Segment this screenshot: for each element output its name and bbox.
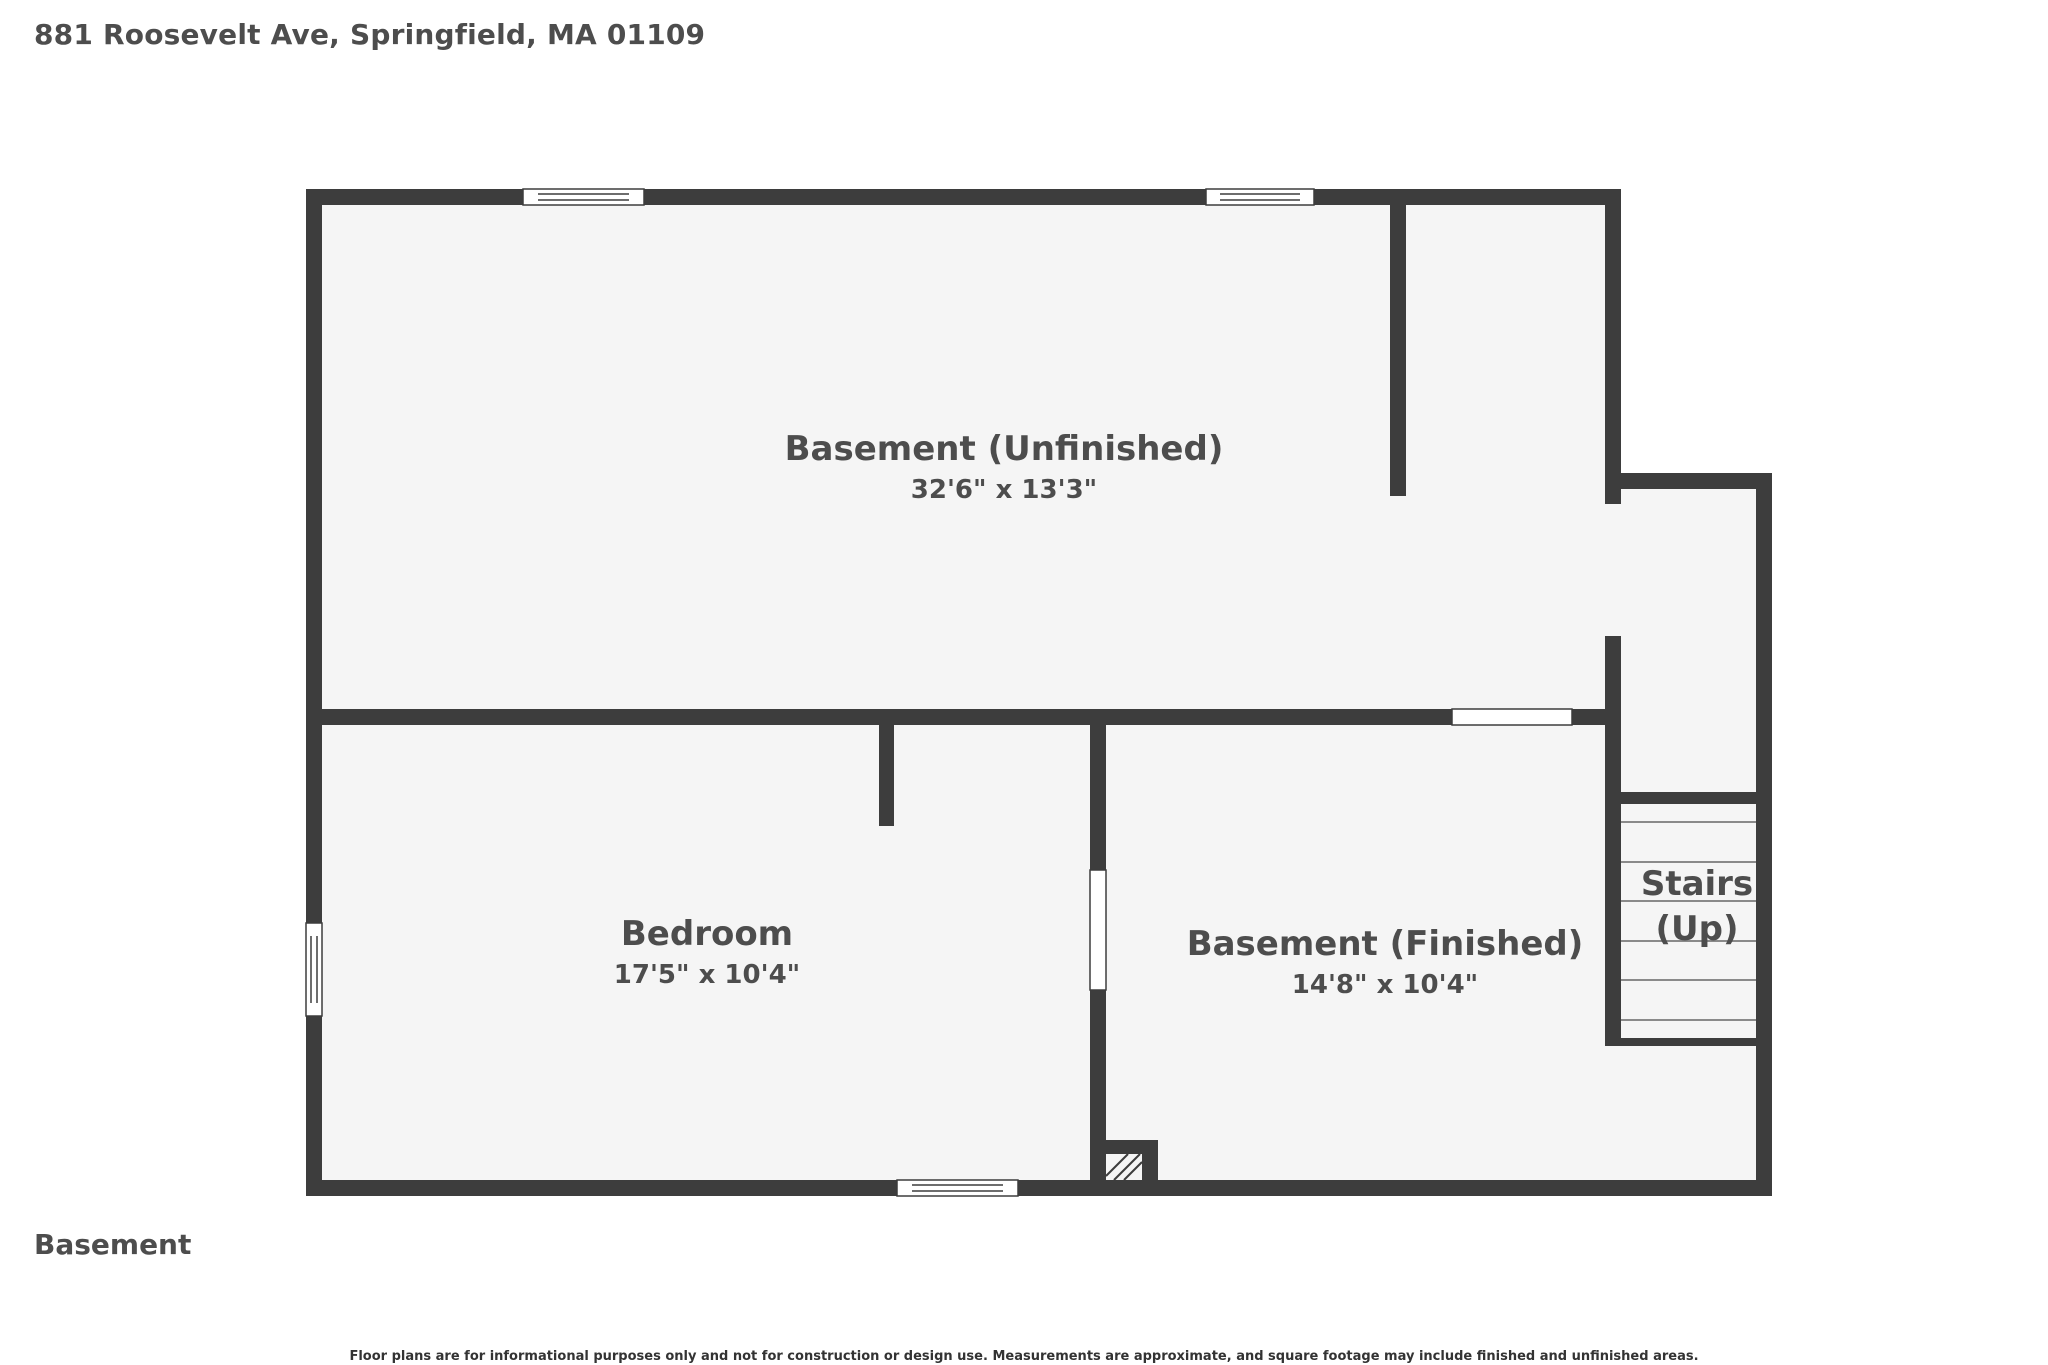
disclaimer-text: Floor plans are for informational purpos… (349, 1349, 1699, 1364)
chimney (1105, 1153, 1143, 1181)
room-dimensions-basement-finished: 14'8" x 10'4" (1292, 970, 1478, 1000)
property-address: 881 Roosevelt Ave, Springfield, MA 01109 (34, 18, 706, 51)
window-top-left (522, 188, 645, 206)
doorways (1089, 708, 1573, 991)
floor-label: Basement (34, 1228, 192, 1261)
stairs (1611, 799, 1758, 1042)
room-dimensions-bedroom: 17'5" x 10'4" (614, 960, 800, 990)
room-name-stairs-line2: (Up) (1655, 909, 1738, 949)
room-name-basement-unfinished: Basement (Unfinished) (785, 429, 1224, 469)
room-dimensions-basement-unfinished: 32'6" x 13'3" (911, 475, 1097, 505)
room-name-basement-finished: Basement (Finished) (1187, 924, 1584, 964)
window-bottom (896, 1179, 1019, 1197)
windows (305, 188, 1315, 1197)
room-name-bedroom: Bedroom (621, 914, 793, 954)
window-top-right (1205, 188, 1315, 206)
floor-fill (318, 203, 1758, 1180)
window-left (305, 922, 323, 1017)
room-name-stairs-line1: Stairs (1641, 864, 1753, 904)
